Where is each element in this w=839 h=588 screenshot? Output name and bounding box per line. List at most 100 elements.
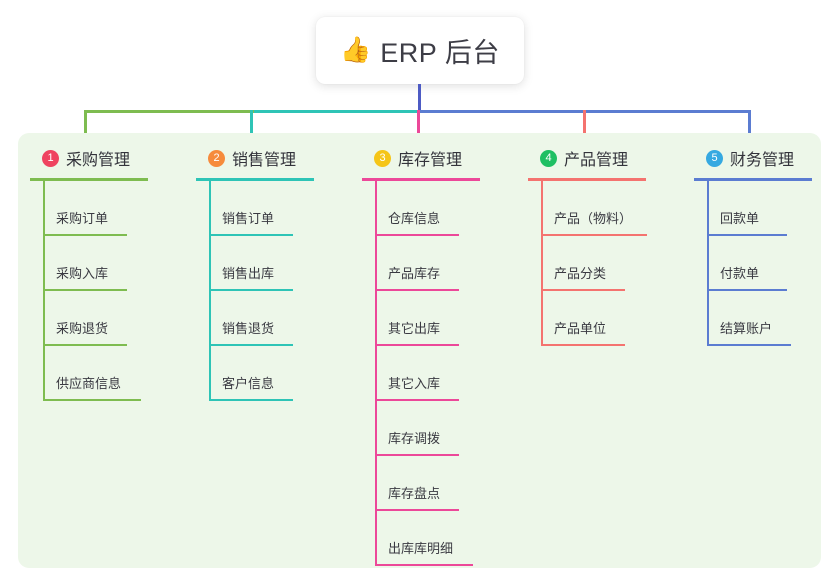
- branch-item-label: 销售出库: [222, 266, 275, 281]
- branch-underline: [196, 178, 314, 181]
- branch-item-underline: [209, 344, 293, 346]
- connector-drop-5: [748, 110, 751, 138]
- branch-item-underline: [541, 234, 647, 236]
- branch-item[interactable]: 产品（物料）: [528, 181, 688, 236]
- branch-item[interactable]: 采购退货: [30, 291, 190, 346]
- branch-underline: [362, 178, 480, 181]
- branch-spine: [541, 181, 543, 346]
- branch-spine: [375, 181, 377, 566]
- branch-item[interactable]: 出库库明细: [362, 511, 522, 566]
- branch-column-3: 3 库存管理仓库信息产品库存其它出库其它入库库存调拨库存盘点出库库明细: [362, 145, 522, 566]
- branch-item[interactable]: 库存调拨: [362, 401, 522, 456]
- branch-item[interactable]: 结算账户: [694, 291, 839, 346]
- branch-item[interactable]: 回款单: [694, 181, 839, 236]
- branch-item[interactable]: 采购入库: [30, 236, 190, 291]
- branch-item[interactable]: 采购订单: [30, 181, 190, 236]
- branches-panel: [18, 133, 821, 568]
- branch-header-1[interactable]: 1 采购管理: [30, 145, 190, 171]
- branch-item-label: 采购订单: [56, 211, 109, 226]
- branch-items: 仓库信息产品库存其它出库其它入库库存调拨库存盘点出库库明细: [362, 181, 522, 566]
- branch-column-4: 4 产品管理产品（物料） 产品分类产品单位: [528, 145, 688, 346]
- branch-item-label: 出库库明细: [388, 541, 454, 556]
- branch-number-badge: 5: [706, 149, 723, 167]
- branch-item-underline: [43, 399, 141, 401]
- branch-item-label: 回款单: [720, 211, 760, 226]
- branch-item[interactable]: 产品库存: [362, 236, 522, 291]
- branch-underline: [528, 178, 646, 181]
- branch-header-3[interactable]: 3 库存管理: [362, 145, 522, 171]
- root-title: ERP 后台: [380, 38, 500, 68]
- branch-item-label: 产品库存: [388, 266, 441, 281]
- branch-underline: [30, 178, 148, 181]
- branch-item-underline: [375, 344, 459, 346]
- branch-item[interactable]: 付款单: [694, 236, 839, 291]
- branch-column-1: 1 采购管理采购订单采购入库采购退货供应商信息: [30, 145, 190, 401]
- branch-item-underline: [375, 234, 459, 236]
- branch-item-label: 仓库信息: [388, 211, 441, 226]
- branch-item[interactable]: 销售订单: [196, 181, 356, 236]
- branch-item-label: 供应商信息: [56, 376, 122, 391]
- branch-item-label: 采购入库: [56, 266, 109, 281]
- branch-item-label: 其它入库: [388, 376, 441, 391]
- branch-header-4[interactable]: 4 产品管理: [528, 145, 688, 171]
- branch-item-label: 产品单位: [554, 321, 607, 336]
- branch-number-badge: 4: [540, 149, 557, 167]
- branch-item-underline: [541, 289, 625, 291]
- branch-item-underline: [707, 344, 791, 346]
- branch-title: 采购管理: [66, 152, 131, 169]
- branch-item-underline: [707, 289, 787, 291]
- branch-item[interactable]: 销售退货: [196, 291, 356, 346]
- connector-segment-1: [84, 110, 254, 113]
- branch-item-label: 销售订单: [222, 211, 275, 226]
- branch-header-2[interactable]: 2 销售管理: [196, 145, 356, 171]
- branch-column-2: 2 销售管理销售订单销售出库销售退货客户信息: [196, 145, 356, 401]
- branch-item[interactable]: 其它入库: [362, 346, 522, 401]
- branch-item-underline: [209, 399, 293, 401]
- branch-item-underline: [375, 564, 473, 566]
- branch-item-label: 销售退货: [222, 321, 275, 336]
- branch-item-label: 库存调拨: [388, 431, 441, 446]
- branch-item-underline: [541, 344, 625, 346]
- branch-item[interactable]: 产品单位: [528, 291, 688, 346]
- thumbs-up-emoji: 👍: [340, 36, 372, 64]
- branch-item[interactable]: 其它出库: [362, 291, 522, 346]
- branch-header-5[interactable]: 5 财务管理: [694, 145, 839, 171]
- branch-item-label: 产品分类: [554, 266, 607, 281]
- branch-title: 产品管理: [564, 152, 629, 169]
- branch-item-underline: [375, 454, 459, 456]
- branch-item-underline: [209, 234, 293, 236]
- branch-number-badge: 3: [374, 149, 391, 167]
- branch-title: 财务管理: [730, 152, 795, 169]
- branch-title: 销售管理: [232, 152, 297, 169]
- branch-item-underline: [707, 234, 787, 236]
- branch-items: 采购订单采购入库采购退货供应商信息: [30, 181, 190, 401]
- branch-item-label: 付款单: [720, 266, 760, 281]
- branch-items: 产品（物料） 产品分类产品单位: [528, 181, 688, 346]
- branch-item-label: 客户信息: [222, 376, 275, 391]
- branch-item[interactable]: 供应商信息: [30, 346, 190, 401]
- branch-item[interactable]: 客户信息: [196, 346, 356, 401]
- branch-item[interactable]: 产品分类: [528, 236, 688, 291]
- branch-item-underline: [209, 289, 293, 291]
- branch-title: 库存管理: [398, 152, 463, 169]
- branch-item-label: 其它出库: [388, 321, 441, 336]
- branch-column-5: 5 财务管理回款单付款单结算账户: [694, 145, 839, 346]
- branch-item-label: 产品（物料）: [554, 211, 633, 226]
- branch-spine: [209, 181, 211, 401]
- connector-drop-2: [250, 110, 253, 138]
- branch-item[interactable]: 销售出库: [196, 236, 356, 291]
- branch-item[interactable]: 仓库信息: [362, 181, 522, 236]
- branch-items: 回款单付款单结算账户: [694, 181, 839, 346]
- branch-number-badge: 1: [42, 149, 59, 167]
- root-node[interactable]: 👍 ERP 后台: [316, 17, 524, 84]
- branch-item-label: 结算账户: [720, 321, 773, 336]
- branch-item[interactable]: 库存盘点: [362, 456, 522, 511]
- branch-item-underline: [43, 234, 127, 236]
- branch-underline: [694, 178, 812, 181]
- branch-item-underline: [375, 289, 459, 291]
- branch-number-badge: 2: [208, 149, 225, 167]
- branch-item-underline: [43, 344, 127, 346]
- trunk-connector: [418, 84, 421, 112]
- branch-spine: [43, 181, 45, 401]
